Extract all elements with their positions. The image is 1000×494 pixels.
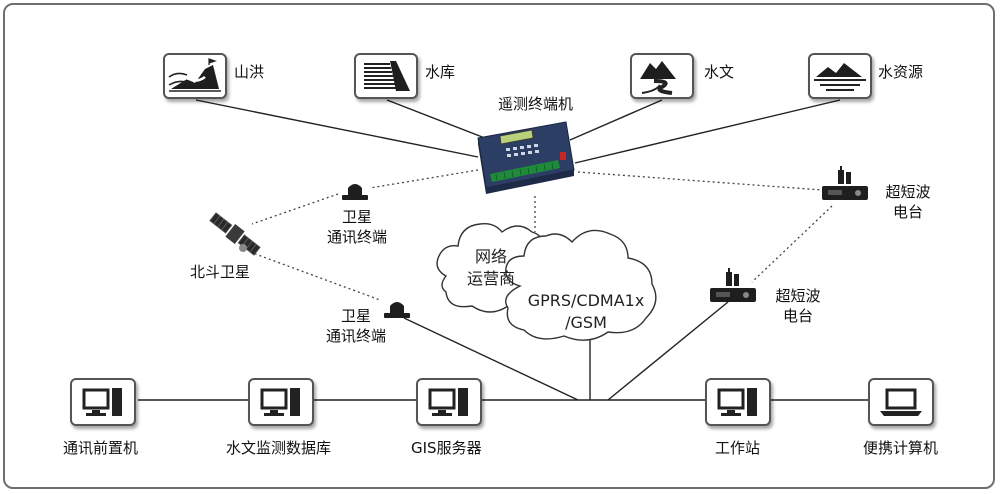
beidou-satellite-icon xyxy=(209,212,261,256)
sat-terminal-bottom-line2: 通讯终端 xyxy=(326,327,387,345)
sat-terminal-top-label: 卫星 通讯终端 xyxy=(327,207,387,247)
line-shuiwen-terminal xyxy=(569,99,663,141)
radio-right-label: 超短波 电台 xyxy=(878,182,938,222)
radio-right-line1: 超短波 xyxy=(885,183,931,201)
workstation-label: 工作站 xyxy=(715,439,761,457)
radio-mid-icon xyxy=(710,268,756,302)
radio-right-line2: 电台 xyxy=(892,203,923,221)
radio-mid-line1: 超短波 xyxy=(775,287,821,305)
dotted-terminal-sat-top xyxy=(369,169,479,189)
dotted-radio-right-radio-mid xyxy=(751,205,833,283)
network-clouds xyxy=(436,222,657,341)
gis-server-label: GIS服务器 xyxy=(411,439,482,457)
workstation-pc-icon xyxy=(705,378,771,426)
dotted-terminal-radio-right xyxy=(577,171,823,191)
front-end-pc-icon xyxy=(70,378,136,426)
line-sat-bottom-bus xyxy=(403,317,579,401)
gprs-cloud-line2: /GSM xyxy=(565,313,607,332)
radio-right-icon xyxy=(822,166,868,200)
gprs-cloud-line1: GPRS/CDMA1x xyxy=(527,291,645,310)
operator-cloud-line2: 运营商 xyxy=(466,269,515,288)
dotted-sat-top-beidou xyxy=(251,193,339,225)
shanhong-icon xyxy=(163,53,227,99)
dotted-beidou-sat-bottom xyxy=(249,251,381,301)
line-shuiziyuan-terminal xyxy=(574,99,841,164)
line-shanhong-terminal xyxy=(195,99,479,158)
sat-terminal-top-line2: 通讯终端 xyxy=(327,228,388,246)
front-end-label: 通讯前置机 xyxy=(63,439,139,457)
gprs-cloud-label: GPRS/CDMA1x /GSM xyxy=(506,290,666,334)
beidou-label: 北斗卫星 xyxy=(190,263,251,281)
gis-server-pc-icon xyxy=(416,378,482,426)
sat-terminal-bottom-icon xyxy=(384,302,410,318)
sat-terminal-bottom-label: 卫星 通讯终端 xyxy=(326,306,386,346)
operator-cloud-line1: 网络 xyxy=(474,247,507,266)
operator-cloud-label: 网络 运营商 xyxy=(446,246,536,290)
shuiku-icon xyxy=(354,53,418,99)
sat-terminal-bottom-line1: 卫星 xyxy=(340,307,371,325)
shuiku-label: 水库 xyxy=(425,63,456,81)
shuiwen-label: 水文 xyxy=(704,63,735,81)
sat-terminal-top-icon xyxy=(342,184,368,200)
shuiziyuan-icon xyxy=(808,53,872,99)
radio-mid-label: 超短波 电台 xyxy=(768,286,828,326)
laptop-icon xyxy=(868,378,934,426)
shanhong-label: 山洪 xyxy=(234,63,265,81)
shuiwen-icon xyxy=(630,53,694,99)
hydro-db-pc-icon xyxy=(248,378,314,426)
gprs-cloud xyxy=(505,229,657,341)
hydro-db-label: 水文监测数据库 xyxy=(226,439,332,457)
line-shuiku-terminal xyxy=(386,99,491,141)
radio-mid-line2: 电台 xyxy=(782,307,813,325)
terminal-label: 遥测终端机 xyxy=(498,95,574,113)
sat-terminal-top-line1: 卫星 xyxy=(341,208,372,226)
line-radio-mid-bus xyxy=(607,301,729,401)
laptop-label: 便携计算机 xyxy=(863,439,939,457)
shuiziyuan-label: 水资源 xyxy=(878,63,924,81)
telemetry-terminal-device xyxy=(477,121,575,194)
